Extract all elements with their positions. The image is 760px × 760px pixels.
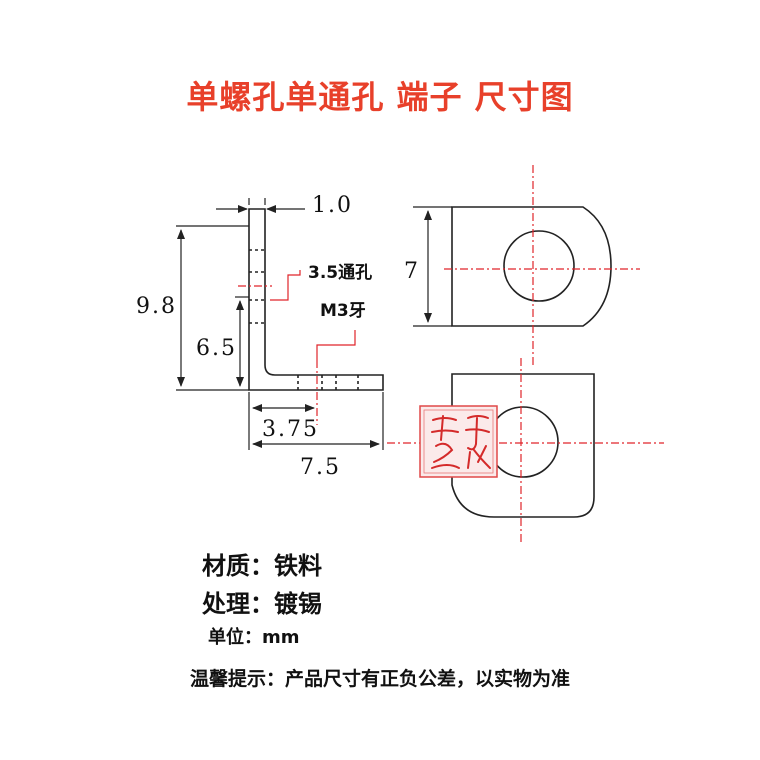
top-view-upper (451, 206, 612, 327)
callout-through-hole: 3.5通孔 (308, 263, 372, 283)
top-view-lower-centerlines (387, 358, 664, 545)
dim-length-total: 7.5 (300, 455, 341, 480)
dim-hole-offset: 3.75 (262, 417, 319, 442)
spec-unit: 单位：mm (208, 627, 300, 648)
tab-outline-upper (451, 206, 612, 327)
dim-width: 7 (404, 259, 420, 284)
seal-stamp (419, 405, 498, 478)
dim-height-total: 9.8 (136, 294, 177, 319)
page-title: 单螺孔单通孔 端子 尺寸图 (186, 78, 574, 116)
through-hole-leader (270, 270, 301, 301)
spec-finish: 处理：镀锡 (202, 590, 322, 618)
dim-thickness: 1.0 (312, 193, 353, 218)
hole-lower (487, 406, 559, 478)
tab-outline-lower (451, 373, 595, 518)
spec-material: 材质：铁料 (202, 552, 322, 580)
side-centerlines (238, 270, 356, 425)
side-dimension-lines (176, 198, 384, 450)
tolerance-tip: 温馨提示：产品尺寸有正负公差，以实物为准 (189, 668, 570, 690)
thread-leader (316, 330, 356, 360)
l-profile-outline (248, 208, 384, 391)
hole-upper (503, 230, 575, 302)
width-dimension (413, 206, 452, 327)
side-view (248, 208, 384, 391)
dim-height-hole: 6.5 (196, 336, 237, 361)
top-view-upper-centerlines (444, 165, 640, 368)
callout-thread: M3牙 (320, 301, 366, 321)
